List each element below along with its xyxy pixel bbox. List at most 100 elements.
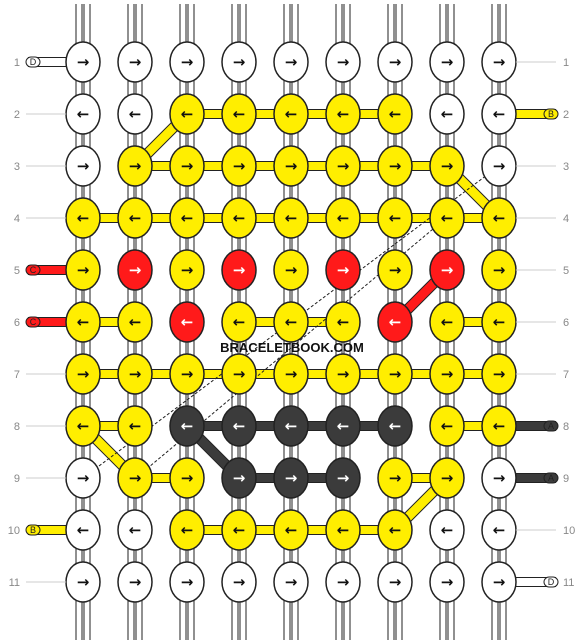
knot-shape (481, 93, 517, 135)
knot-r1-c7: → (377, 41, 413, 83)
knot-shape (65, 509, 101, 551)
arrow-left-icon: ← (181, 417, 194, 435)
knot-shape (117, 249, 153, 291)
knot-r9-c5: → (273, 457, 309, 499)
arrow-right-icon: → (441, 469, 454, 487)
strand-letter-5: C (30, 265, 37, 275)
knot-shape (429, 301, 465, 343)
row-label-left: 3 (14, 161, 20, 173)
knot-shape (169, 509, 205, 551)
knot-shape (169, 353, 205, 395)
watermark-text: BRACELETBOOK.COM (220, 340, 364, 355)
arrow-right-icon: → (493, 469, 506, 487)
arrow-left-icon: ← (285, 105, 298, 123)
strand-letter-2: B (548, 109, 554, 119)
knot-shape (117, 561, 153, 603)
knot-r1-c2: → (117, 41, 153, 83)
knot-r4-c7: ← (377, 197, 413, 239)
knot-r2-c7: ← (377, 93, 413, 135)
knot-r6-c8: ← (429, 301, 465, 343)
knot-shape (117, 353, 153, 395)
row-label-right: 8 (563, 421, 569, 433)
row-label-right: 5 (563, 265, 569, 277)
knot-shape (273, 197, 309, 239)
knot-r9-c4: → (221, 457, 257, 499)
knot-r3-c4: → (221, 145, 257, 187)
knot-shape (273, 41, 309, 83)
arrow-left-icon: ← (389, 105, 402, 123)
knot-r4-c9: ← (481, 197, 517, 239)
knot-r10-c1: ← (65, 509, 101, 551)
knot-shape (429, 145, 465, 187)
row-label-left: 1 (14, 57, 20, 69)
arrow-right-icon: → (337, 53, 350, 71)
knot-r5-c3: → (169, 249, 205, 291)
knot-shape (273, 249, 309, 291)
knot-r9-c9: → (481, 457, 517, 499)
knot-shape (117, 145, 153, 187)
arrow-right-icon: → (337, 365, 350, 383)
arrow-right-icon: → (493, 365, 506, 383)
row-label-right: 6 (563, 317, 569, 329)
knot-r7-c2: → (117, 353, 153, 395)
row-label-left: 6 (14, 317, 20, 329)
knot-r8-c3: ← (169, 405, 205, 447)
row-label-left: 10 (8, 525, 20, 537)
knot-r3-c8: → (429, 145, 465, 187)
knot-shape (429, 509, 465, 551)
arrow-left-icon: ← (337, 209, 350, 227)
arrow-right-icon: → (181, 157, 194, 175)
arrow-left-icon: ← (285, 209, 298, 227)
arrow-right-icon: → (77, 261, 90, 279)
knot-shape (169, 93, 205, 135)
row-label-right: 11 (563, 577, 574, 589)
arrow-left-icon: ← (441, 209, 454, 227)
knot-shape (377, 301, 413, 343)
knot-shape (65, 301, 101, 343)
knot-r7-c3: → (169, 353, 205, 395)
arrow-left-icon: ← (493, 209, 506, 227)
knot-shape (169, 561, 205, 603)
knot-r8-c1: ← (65, 405, 101, 447)
arrow-left-icon: ← (285, 417, 298, 435)
arrow-left-icon: ← (181, 313, 194, 331)
knot-shape (221, 457, 257, 499)
knot-shape (221, 41, 257, 83)
knot-r11-c3: → (169, 561, 205, 603)
knot-shape (169, 457, 205, 499)
knot-r2-c4: ← (221, 93, 257, 135)
arrow-left-icon: ← (493, 313, 506, 331)
knot-shape (221, 93, 257, 135)
knot-shape (429, 41, 465, 83)
arrow-right-icon: → (233, 53, 246, 71)
strand-tag-2 (543, 108, 559, 120)
knot-r8-c5: ← (273, 405, 309, 447)
arrow-right-icon: → (441, 53, 454, 71)
knot-r4-c1: ← (65, 197, 101, 239)
knot-r3-c6: → (325, 145, 361, 187)
knot-shape (221, 405, 257, 447)
arrow-left-icon: ← (129, 105, 142, 123)
knot-r6-c6: ← (325, 301, 361, 343)
arrow-right-icon: → (441, 365, 454, 383)
knot-r11-c7: → (377, 561, 413, 603)
knot-r6-c7: ← (377, 301, 413, 343)
arrow-right-icon: → (129, 573, 142, 591)
knot-r7-c6: → (325, 353, 361, 395)
knot-shape (117, 457, 153, 499)
arrow-left-icon: ← (493, 417, 506, 435)
knot-shape (481, 561, 517, 603)
knot-shape (377, 353, 413, 395)
arrow-right-icon: → (181, 365, 194, 383)
knot-shape (325, 561, 361, 603)
knot-shape (325, 197, 361, 239)
knot-r8-c8: ← (429, 405, 465, 447)
knot-shape (429, 93, 465, 135)
arrow-right-icon: → (181, 53, 194, 71)
row-label-left: 11 (9, 577, 20, 589)
arrow-right-icon: → (389, 53, 402, 71)
arrow-right-icon: → (337, 469, 350, 487)
arrow-left-icon: ← (77, 417, 90, 435)
arrow-right-icon: → (285, 53, 298, 71)
knot-r11-c6: → (325, 561, 361, 603)
